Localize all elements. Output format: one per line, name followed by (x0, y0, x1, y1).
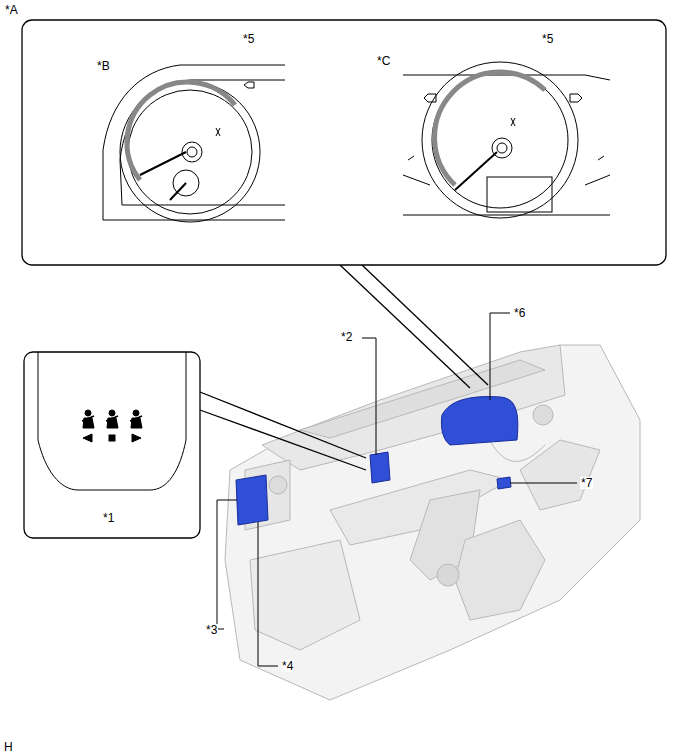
seatbelt-indicators (82, 410, 142, 442)
figure-letter: *C (376, 55, 391, 67)
callout-box (22, 20, 666, 388)
callout-number: *6 (513, 307, 526, 319)
meter-b (103, 65, 285, 222)
callout-number: *2 (340, 331, 353, 343)
callout-number: *1 (102, 512, 115, 524)
parts (236, 397, 518, 525)
interior (225, 345, 640, 700)
callout-number: *7 (580, 477, 593, 489)
callout-number: *4 (281, 660, 294, 672)
callout-number: *3 (205, 624, 218, 636)
callout-number: *5 (242, 33, 255, 45)
meter-c (403, 62, 610, 218)
figure-code: H (3, 741, 14, 753)
inset-box (24, 352, 366, 538)
callout-number: *5 (541, 33, 554, 45)
figure-letter: *B (96, 60, 111, 72)
figure-letter: *A (4, 4, 19, 16)
